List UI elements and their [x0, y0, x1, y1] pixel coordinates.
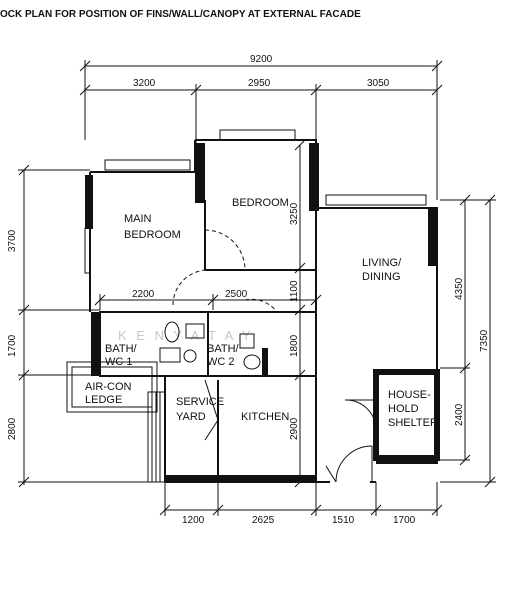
dim-mid-2: 1100 [289, 280, 300, 302]
mid-dimensions: 3250 1100 1800 2900 [289, 139, 306, 488]
dim-top-overall: 9200 [250, 54, 273, 65]
dim-mid-3: 1800 [289, 334, 300, 357]
top-dimensions: 9200 3200 2950 3050 [79, 54, 443, 200]
watermark: K E N Y A T A Y [118, 328, 254, 343]
fins [85, 143, 438, 483]
inner-dimensions: 2200 2500 [94, 289, 322, 310]
dim-mid-4: 2900 [289, 417, 300, 440]
dim-left-3: 2800 [7, 417, 18, 440]
dim-bottom-4: 1700 [393, 515, 416, 526]
dim-right-overall: 7350 [479, 329, 490, 352]
dim-top-1: 3200 [133, 78, 156, 89]
dim-inner-1: 2200 [132, 289, 155, 300]
label-living-2: DINING [362, 271, 401, 283]
label-main-bedroom-2: BEDROOM [124, 229, 181, 241]
dim-right-2: 2400 [454, 403, 465, 426]
right-dimensions: 4350 2400 7350 [440, 194, 496, 488]
label-bath1-1: BATH/ [105, 343, 138, 355]
dim-left-2: 1700 [7, 334, 18, 357]
doors [172, 229, 377, 483]
label-kitchen: KITCHEN [241, 411, 289, 423]
label-service-1: SERVICE [176, 396, 224, 408]
label-bedroom: BEDROOM [232, 197, 289, 209]
label-aircon-2: LEDGE [85, 394, 122, 406]
label-shelter-2: HOLD [388, 403, 419, 415]
dim-inner-2: 2500 [225, 289, 248, 300]
room-labels: MAIN BEDROOM BEDROOM LIVING/ DINING BATH… [85, 197, 438, 429]
dim-right-1: 4350 [454, 277, 465, 300]
dim-top-2: 2950 [248, 78, 271, 89]
bottom-dimensions: 1200 2625 1510 1700 [159, 482, 443, 526]
label-shelter-3: SHELTER [388, 417, 438, 429]
dim-left-1: 3700 [7, 229, 18, 252]
walls [66, 129, 440, 483]
label-bath1-2: WC 1 [105, 356, 133, 368]
dim-top-3: 3050 [367, 78, 390, 89]
label-living-1: LIVING/ [362, 257, 402, 269]
label-bath2-2: WC 2 [207, 356, 235, 368]
dim-mid-1: 3250 [289, 202, 300, 225]
label-main-bedroom-1: MAIN [124, 213, 152, 225]
label-bath2-1: BATH/ [207, 343, 240, 355]
fixtures [159, 321, 261, 370]
dim-bottom-2: 2625 [252, 515, 275, 526]
label-service-2: YARD [176, 411, 206, 423]
plan-title: OCK PLAN FOR POSITION OF FINS/WALL/CANOP… [0, 9, 361, 20]
left-dimensions: 3700 1700 2800 [7, 164, 165, 488]
label-aircon-1: AIR-CON [85, 381, 132, 393]
dim-bottom-3: 1510 [332, 515, 355, 526]
dim-bottom-1: 1200 [182, 515, 205, 526]
label-shelter-1: HOUSE- [388, 389, 431, 401]
